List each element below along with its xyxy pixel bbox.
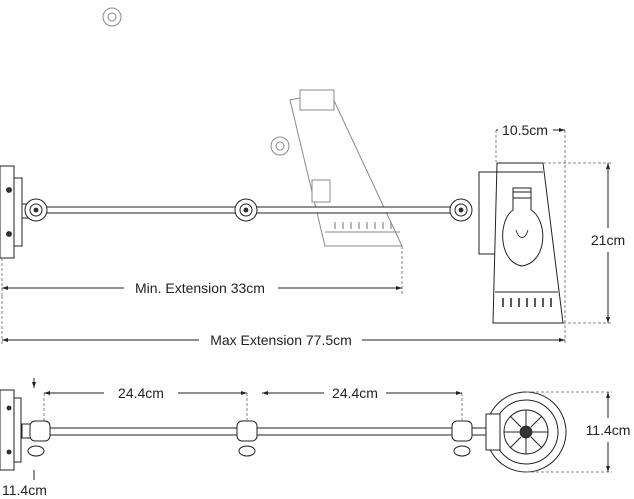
arm-segment-1-label: 24.4cm bbox=[118, 385, 164, 401]
extended-arm bbox=[24, 198, 473, 222]
lamp-shade-front bbox=[478, 162, 564, 324]
shade-depth-dimension: 11.4cm bbox=[526, 391, 631, 473]
arm-plan bbox=[29, 420, 489, 457]
backplate-depth-label: 11.4cm bbox=[2, 482, 47, 498]
max-extension-label: Max Extension 77.5cm bbox=[210, 332, 352, 348]
backplate-depth-dimension: 11.4cm bbox=[2, 378, 47, 498]
min-extension-label: Min. Extension 33cm bbox=[135, 280, 265, 296]
shade-width-dimension: 10.5cm bbox=[495, 122, 566, 320]
arm-segment-2-label: 24.4cm bbox=[332, 385, 378, 401]
shade-depth-label: 11.4cm bbox=[586, 422, 631, 438]
arm-segment-dimensions: 24.4cm 24.4cm bbox=[43, 385, 463, 422]
front-elevation: 10.5cm 21cm Min. Extension 33cm bbox=[0, 7, 625, 348]
shade-height-dimension: 21cm bbox=[543, 162, 625, 324]
plan-view: 24.4cm 24.4cm 11.4cm 11.4cm bbox=[0, 378, 630, 498]
shade-height-label: 21cm bbox=[591, 232, 625, 248]
shade-width-label: 10.5cm bbox=[502, 122, 548, 138]
max-extension-dimension: Max Extension 77.5cm bbox=[1, 296, 566, 348]
lamp-shade-plan bbox=[485, 391, 567, 473]
min-extension-dimension: Min. Extension 33cm bbox=[1, 246, 403, 296]
